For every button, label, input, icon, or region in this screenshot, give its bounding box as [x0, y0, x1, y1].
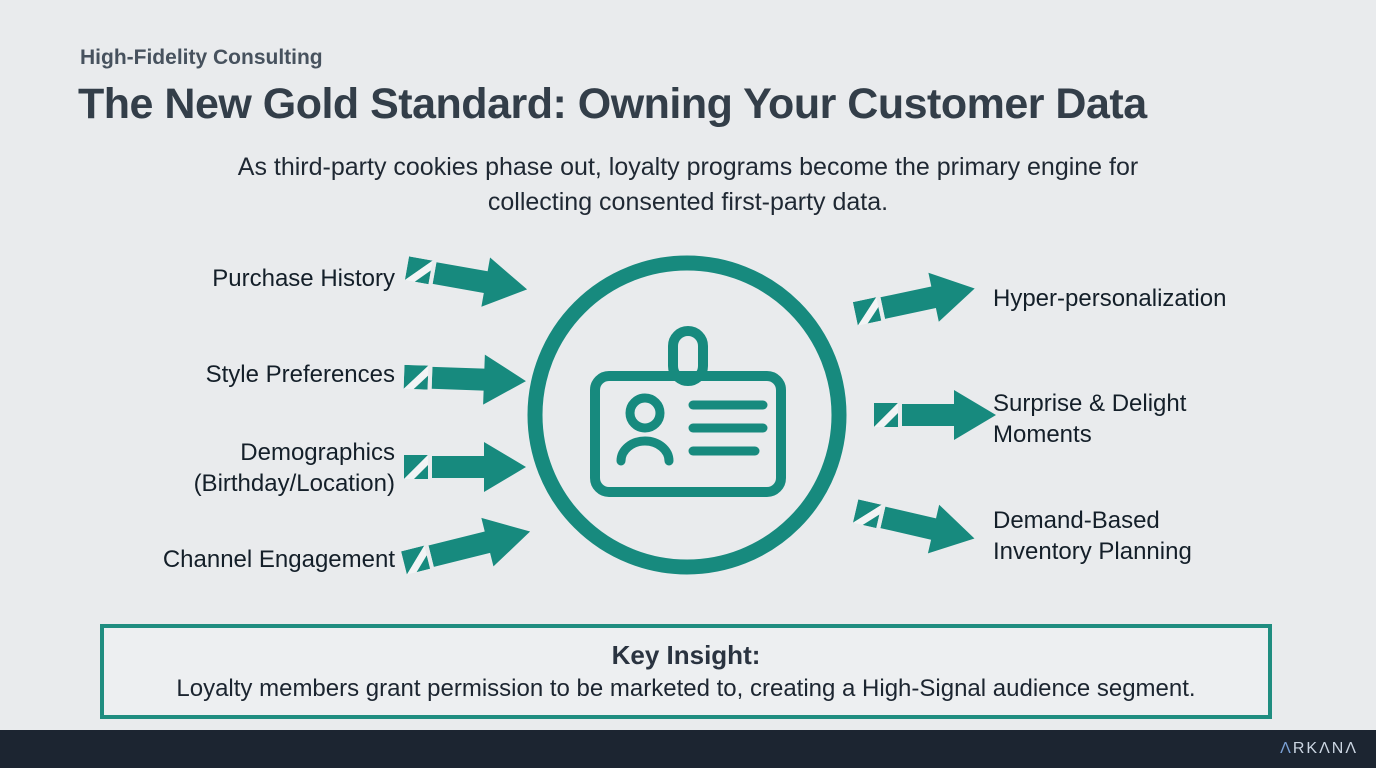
output-arrow-hyper-personalization	[850, 262, 983, 341]
flow-arrow-icon	[428, 517, 531, 567]
tail-flag-icon	[403, 364, 429, 390]
input-label-style-preferences: Style Preferences	[205, 361, 395, 388]
input-arrow-channel-engagement	[397, 505, 538, 589]
tail-flag-icon	[404, 256, 433, 285]
flow-arrow-icon	[880, 504, 975, 554]
output-arrow-surprise-delight	[874, 388, 998, 442]
output-label-demand-inventory: Demand-Based Inventory Planning	[993, 507, 1192, 565]
input-label-purchase-history: Purchase History	[212, 265, 395, 292]
key-insight-box: Key Insight: Loyalty members grant permi…	[100, 624, 1272, 719]
brand-logo-rest: RKΛNΛ	[1292, 740, 1358, 757]
tail-flag-icon	[401, 545, 431, 575]
flow-arrow-icon	[902, 390, 996, 440]
flow-arrow-icon	[432, 442, 526, 492]
footer-bar: ΛRKΛNΛ	[0, 730, 1376, 768]
tail-flag-icon	[852, 499, 882, 529]
central-circle	[517, 245, 857, 585]
input-label-channel-engagement: Channel Engagement	[162, 546, 395, 573]
brand-logo-accent: Λ	[1280, 740, 1293, 757]
tail-flag-icon	[404, 455, 428, 479]
input-label-demographics: Demographics (Birthday/Location)	[193, 439, 395, 497]
eyebrow: High-Fidelity Consulting	[80, 46, 323, 69]
input-arrow-purchase-history	[402, 242, 533, 317]
tail-flag-icon	[852, 297, 882, 326]
id-badge-icon	[527, 255, 847, 575]
key-insight-heading: Key Insight:	[611, 640, 761, 670]
output-arrow-demand-inventory	[850, 485, 983, 566]
tail-flag-icon	[874, 403, 898, 427]
brand-logo: ΛRKΛNΛ	[1280, 740, 1358, 758]
output-label-hyper-personalization: Hyper-personalization	[993, 285, 1227, 312]
page-title: The New Gold Standard: Owning Your Custo…	[78, 80, 1147, 128]
flow-arrow-icon	[432, 257, 528, 307]
input-arrow-demographics	[404, 440, 528, 494]
output-label-surprise-delight: Surprise & Delight Moments	[993, 390, 1187, 448]
key-insight-body: Loyalty members grant permission to be m…	[176, 675, 1196, 702]
input-arrow-style-preferences	[403, 350, 529, 408]
subtitle: As third-party cookies phase out, loyalt…	[237, 153, 1139, 216]
flow-arrow-icon	[880, 272, 975, 322]
flow-arrow-icon	[431, 354, 526, 405]
